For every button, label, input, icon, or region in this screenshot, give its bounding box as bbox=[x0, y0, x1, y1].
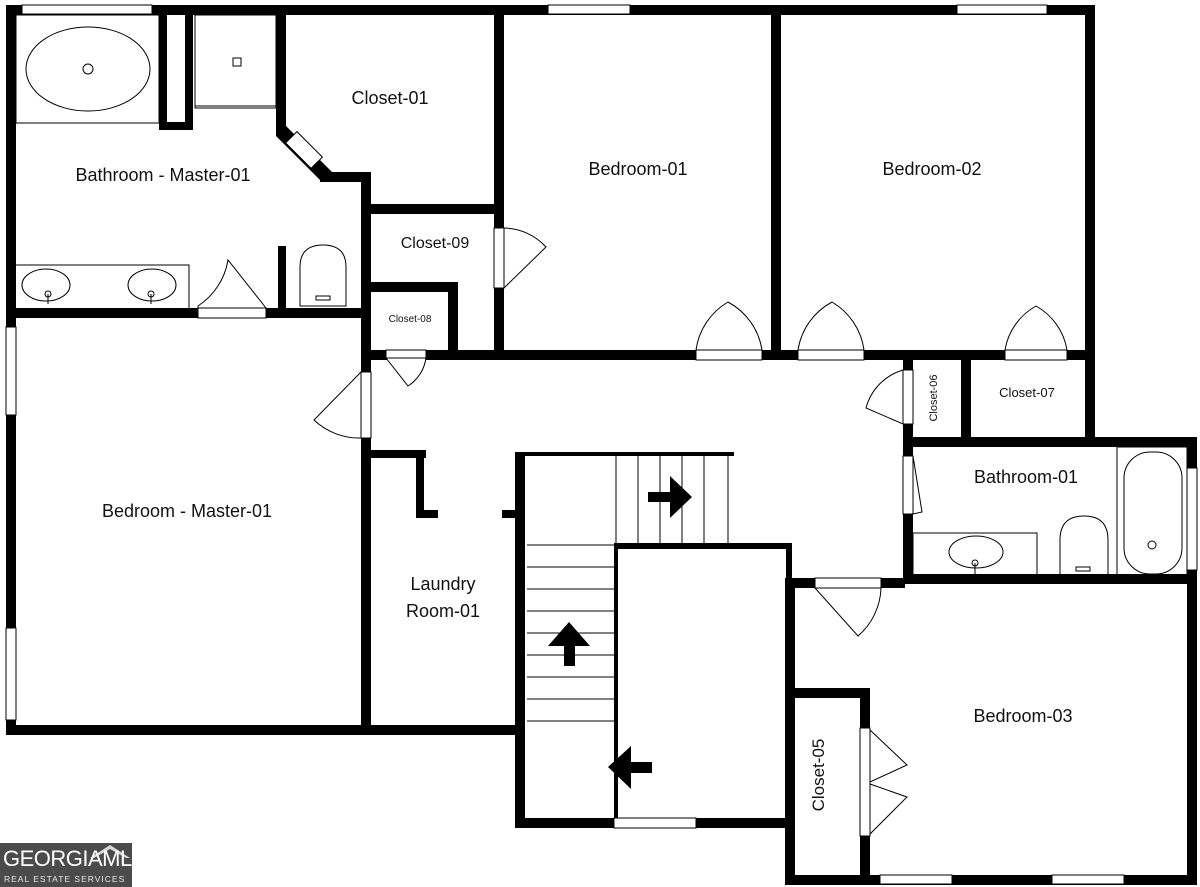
bath01-tub bbox=[1123, 451, 1183, 575]
label-closet-05: Closet-05 bbox=[809, 739, 828, 812]
staircase bbox=[527, 456, 729, 722]
label-closet-08: Closet-08 bbox=[389, 314, 432, 325]
label-closet-09: Closet-09 bbox=[401, 235, 470, 252]
logo-text: GEORGIAMLS bbox=[3, 846, 132, 871]
master-toilet bbox=[299, 244, 347, 307]
arrow-up-icon bbox=[548, 622, 590, 666]
label-laundry-line-1: Laundry bbox=[410, 574, 475, 594]
bath01-toilet bbox=[1059, 515, 1109, 579]
fixtures bbox=[13, 14, 1188, 579]
room-labels: Bathroom - Master-01 Closet-01 Bedroom-0… bbox=[75, 88, 1078, 811]
logo-subtitle: REAL ESTATE SERVICES bbox=[4, 874, 126, 884]
label-bedroom-02: Bedroom-02 bbox=[882, 159, 981, 179]
label-bathroom-master-01: Bathroom - Master-01 bbox=[75, 165, 250, 185]
label-closet-01: Closet-01 bbox=[351, 88, 428, 108]
walls bbox=[6, 5, 1197, 885]
label-bedroom-01: Bedroom-01 bbox=[588, 159, 687, 179]
label-closet-07: Closet-07 bbox=[999, 385, 1055, 400]
stair-arrows bbox=[548, 476, 692, 789]
label-closet-06: Closet-06 bbox=[928, 374, 940, 421]
master-bathtub bbox=[25, 26, 151, 112]
bath01-vanity bbox=[912, 532, 1038, 579]
label-laundry-line-2: Room-01 bbox=[406, 601, 480, 621]
house-roof-icon bbox=[90, 845, 130, 858]
label-bedroom-master-01: Bedroom - Master-01 bbox=[102, 501, 272, 521]
arrow-left-icon bbox=[608, 746, 652, 789]
master-vanity bbox=[13, 264, 190, 310]
label-bedroom-03: Bedroom-03 bbox=[973, 706, 1072, 726]
arrow-right-icon bbox=[648, 476, 692, 518]
label-bathroom-01: Bathroom-01 bbox=[974, 467, 1078, 487]
georgia-mls-logo: GEORGIAMLS REAL ESTATE SERVICES bbox=[0, 843, 132, 887]
doors bbox=[197, 130, 1068, 837]
